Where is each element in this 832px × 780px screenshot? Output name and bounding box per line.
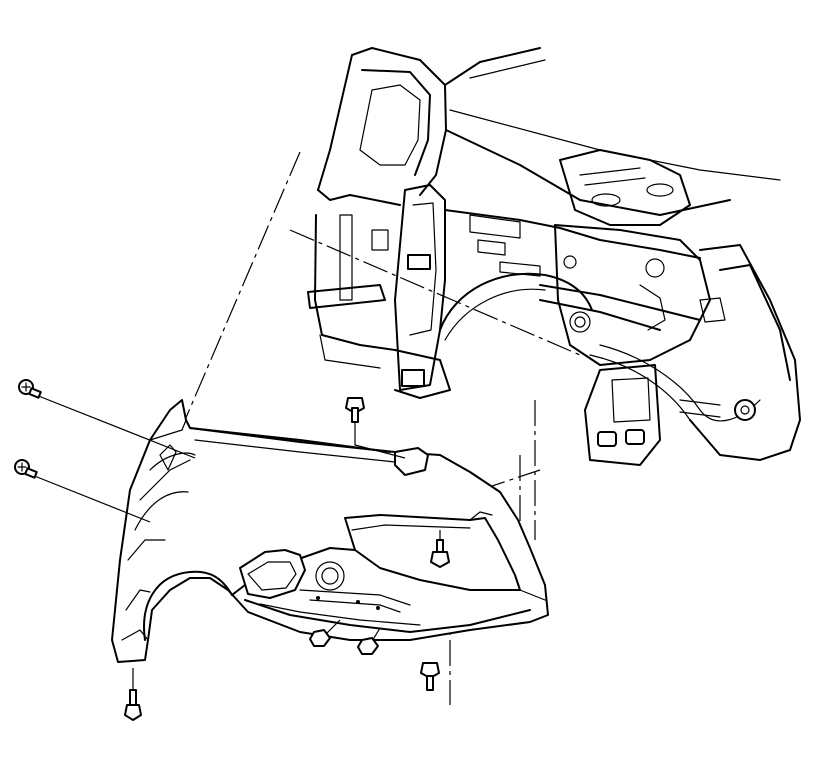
- fastener-bolts: [14, 379, 450, 721]
- bolt-fender-lower: [124, 689, 142, 721]
- fastener-nuts: [309, 629, 379, 655]
- nut-lower-b: [357, 637, 379, 655]
- bolt-headlamp-area: [430, 539, 450, 568]
- bolt-fender-mid-left: [14, 459, 38, 479]
- body-structure: [307, 47, 801, 466]
- fender-panel: [111, 399, 549, 663]
- bolt-fender-top: [345, 397, 365, 423]
- bolt-fender-lower-right: [420, 662, 440, 691]
- bolt-fender-upper-left: [18, 379, 42, 399]
- nut-lower-a: [309, 629, 331, 647]
